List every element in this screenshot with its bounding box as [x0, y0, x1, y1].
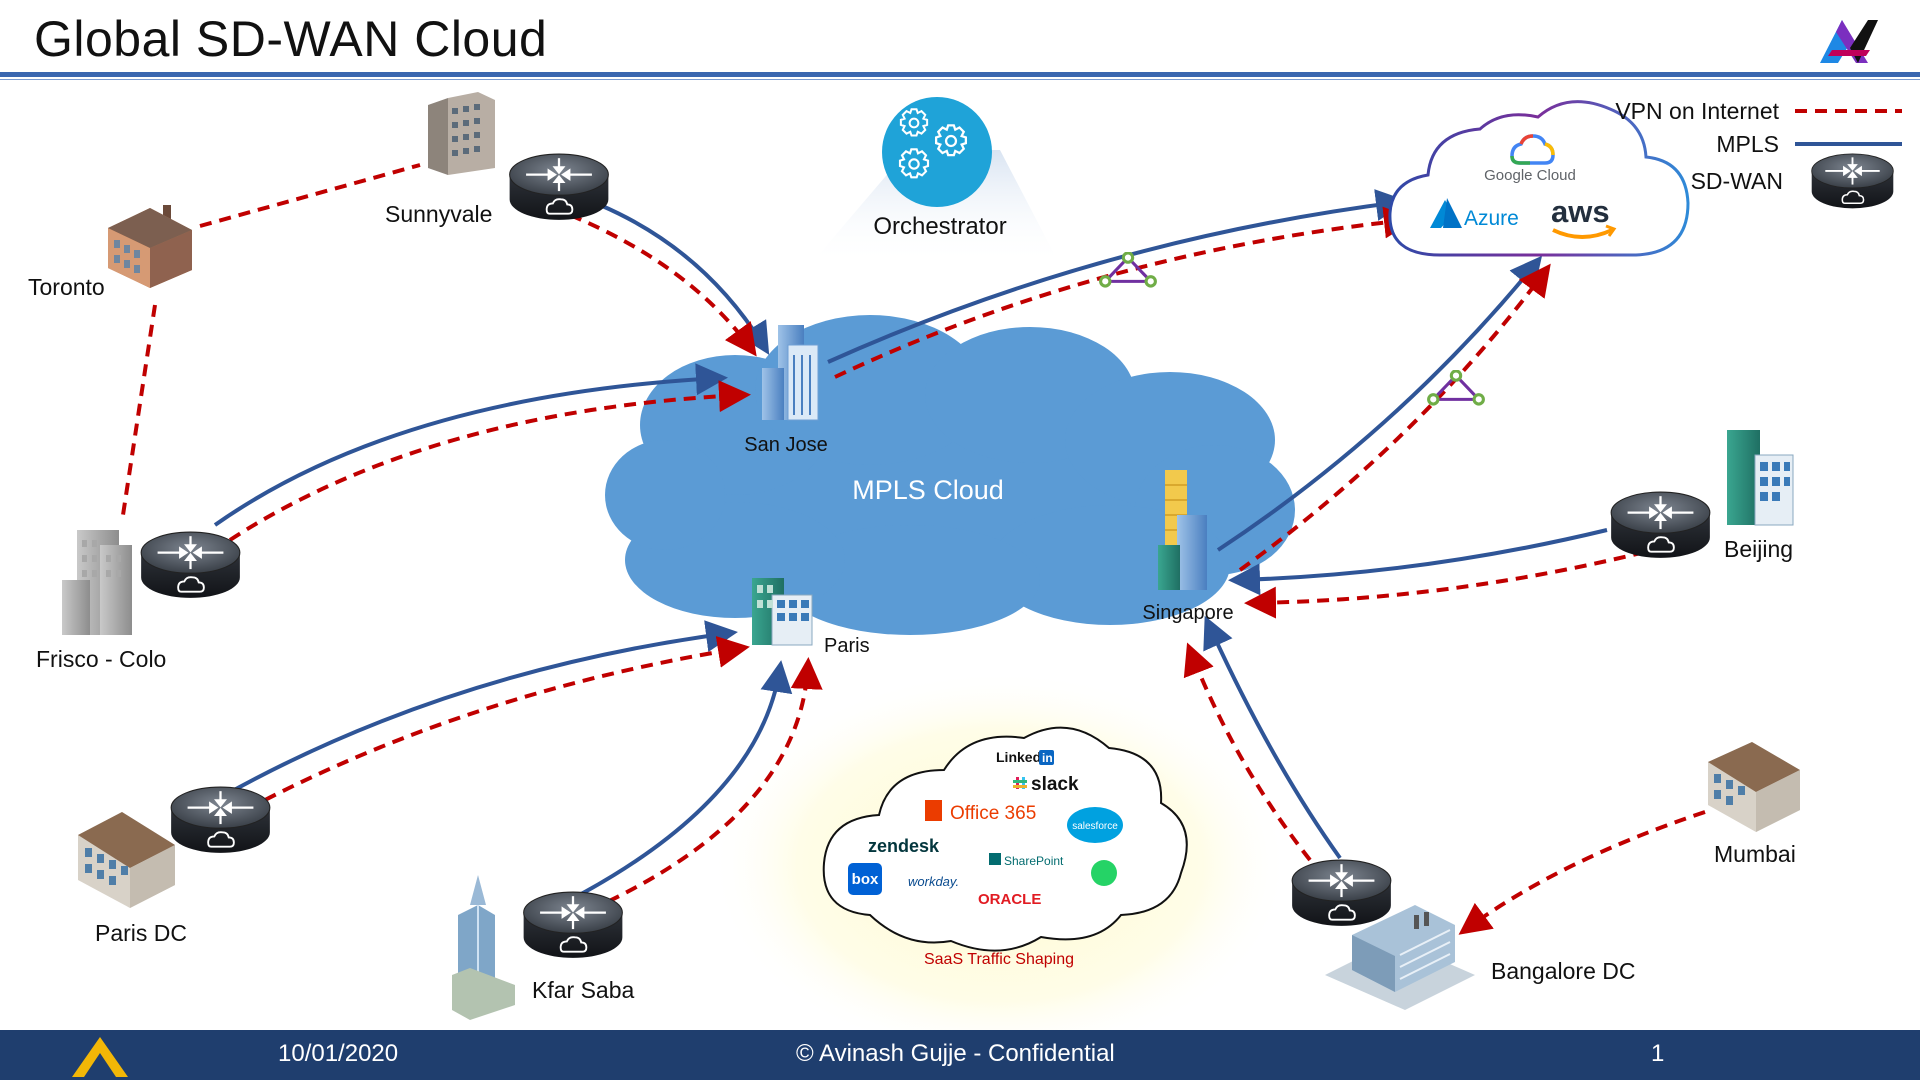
site-label-sunnyvale: Sunnyvale — [385, 201, 492, 227]
building-icon-san-jose — [762, 325, 819, 421]
slack-logo: slack — [1031, 774, 1079, 795]
vpn-link-kfar-saba — [589, 657, 823, 912]
google-cloud-label: Google Cloud — [1484, 167, 1576, 184]
site-label-beijing: Beijing — [1724, 536, 1793, 562]
router-icon-kfar-saba — [522, 890, 624, 960]
vpn-link-toronto-sunnyvale — [199, 163, 421, 228]
building-icon-mumbai — [1708, 742, 1800, 832]
public-cloud: Google Cloud Azure aws — [1388, 100, 1690, 257]
mpls-link-sanjose-cloud — [827, 189, 1408, 364]
legend-mpls-label: MPLS — [1716, 131, 1779, 157]
google-cloud-icon — [1510, 134, 1555, 165]
mpls-link-beijing — [1228, 528, 1608, 596]
router-icon-paris-dc — [169, 785, 272, 855]
connections — [121, 163, 1706, 935]
mpls-link-singapore-cloud — [1216, 255, 1543, 552]
site-label-paris-dc: Paris DC — [95, 920, 187, 946]
mpls-cloud-label: MPLS Cloud — [852, 475, 1004, 505]
vpn-link-toronto-frisco — [121, 304, 157, 516]
vpn-link-beijing — [1244, 550, 1646, 619]
site-label-san-jose: San Jose — [744, 434, 827, 456]
aws-label: aws — [1551, 194, 1610, 229]
footer-date: 10/01/2020 — [278, 1040, 399, 1067]
sharepoint-icon — [989, 853, 1001, 865]
building-icon-bangalore — [1325, 905, 1475, 1010]
site-label-paris: Paris — [824, 635, 870, 657]
mpls-link-kfar-saba — [569, 660, 793, 902]
vpn-link-sanjose-cloud — [834, 206, 1416, 379]
linkedin-in-logo: in — [1042, 751, 1053, 765]
mpls-link-frisco — [213, 363, 728, 527]
whatsapp-icon — [1091, 860, 1117, 886]
router-icon-beijing — [1609, 490, 1712, 560]
box-logo: box — [852, 871, 879, 888]
linkedin-logo: Linked — [996, 749, 1041, 765]
footer-copyright: © Avinash Gujje - Confidential — [796, 1040, 1115, 1067]
building-icon-kfar-saba — [452, 875, 515, 1020]
site-label-kfar-saba: Kfar Saba — [532, 977, 634, 1003]
legend-vpn-label: VPN on Internet — [1615, 98, 1779, 124]
site-label-singapore: Singapore — [1142, 602, 1233, 624]
site-label-bangalore: Bangalore DC — [1491, 958, 1635, 984]
office-icon — [925, 800, 942, 821]
vpn-tunnel-icon — [1427, 370, 1485, 406]
orchestrator-icon — [882, 97, 992, 207]
oracle-logo: ORACLE — [978, 891, 1041, 908]
saas-caption: SaaS Traffic Shaping — [924, 951, 1074, 968]
site-label-mumbai: Mumbai — [1714, 841, 1796, 867]
page-title: Global SD-WAN Cloud — [34, 11, 548, 67]
router-icon-bangalore — [1290, 858, 1393, 928]
azure-icon — [1430, 198, 1462, 228]
brand-logo — [1820, 20, 1878, 63]
azure-label: Azure — [1464, 207, 1519, 230]
legend-sdwan-label: SD-WAN — [1691, 168, 1783, 194]
vpn-link-mumbai — [1458, 810, 1706, 935]
legend-router-icon — [1810, 153, 1895, 210]
salesforce-logo: salesforce — [1072, 821, 1118, 832]
building-icon-paris — [752, 578, 813, 646]
salesforce-icon — [1067, 807, 1123, 843]
footer-bar — [0, 1030, 1920, 1080]
router-icon-frisco — [139, 530, 242, 600]
building-icon-paris-dc — [78, 812, 175, 908]
router-icon-sunnyvale — [508, 152, 610, 222]
footer-logo-icon — [72, 1037, 128, 1077]
vpn-link-paris-dc — [264, 636, 750, 802]
mpls-link-paris-dc — [224, 620, 738, 797]
office-logo: Office 365 — [950, 803, 1036, 824]
factory-icon-toronto — [108, 205, 192, 288]
vpn-link-bangalore — [1183, 642, 1312, 862]
building-icon-frisco — [62, 530, 132, 635]
site-label-toronto: Toronto — [28, 274, 105, 300]
vpn-link-frisco — [228, 380, 751, 542]
building-icon-sunnyvale — [428, 92, 495, 175]
sharepoint-logo: SharePoint — [1004, 854, 1064, 868]
box-icon — [848, 863, 882, 895]
mpls-link-sunnyvale — [599, 203, 770, 355]
vpn-link-sunnyvale — [569, 213, 757, 357]
site-label-frisco: Frisco - Colo — [36, 646, 166, 672]
mpls-link-bangalore — [1203, 615, 1342, 860]
building-icon-singapore — [1158, 470, 1207, 590]
vpn-tunnel-icon — [1099, 252, 1157, 288]
saas-cloud: Linked in slack Office 365 salesforce ze… — [822, 726, 1188, 952]
building-icon-beijing — [1727, 430, 1794, 526]
zendesk-logo: zendesk — [868, 836, 940, 856]
aws-smile-icon — [1552, 228, 1613, 239]
title-divider-thin — [0, 79, 1920, 80]
legend: VPN on Internet MPLS SD-WAN — [1615, 98, 1902, 210]
orchestrator-label: Orchestrator — [873, 213, 1006, 240]
slack-icon — [1013, 777, 1027, 789]
orchestrator-beam — [810, 150, 1060, 265]
title-divider — [0, 72, 1920, 77]
workday-logo: workday. — [908, 874, 959, 889]
footer-page-number: 1 — [1651, 1040, 1665, 1067]
